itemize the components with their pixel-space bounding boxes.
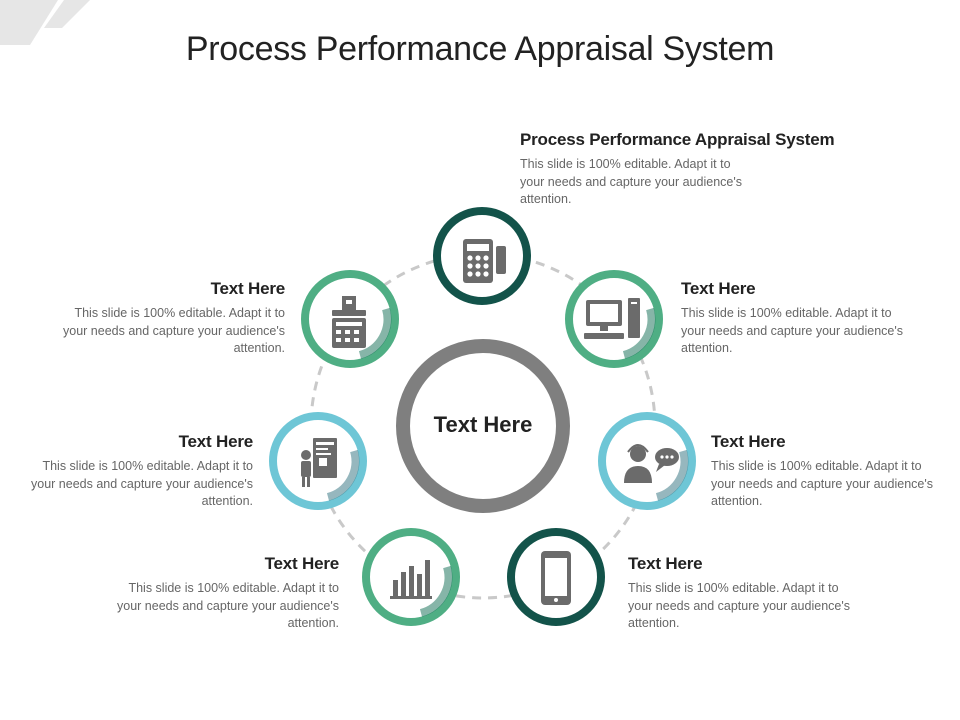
node-presentation	[269, 412, 367, 510]
corner-decoration	[0, 0, 90, 45]
item-heading: Text Here	[210, 279, 286, 298]
item-body: This slide is 100% editable. Adapt it to…	[681, 306, 903, 355]
item-body: This slide is 100% editable. Adapt it to…	[63, 306, 285, 355]
item-block-2: Text Here This slide is 100% editable. A…	[681, 279, 906, 358]
node-bar-chart	[362, 528, 460, 626]
node-cash-register	[301, 270, 399, 368]
item-block-5: Text Here This slide is 100% editable. A…	[114, 554, 339, 633]
item-body: This slide is 100% editable. Adapt it to…	[31, 459, 253, 508]
item-body: This slide is 100% editable. Adapt it to…	[628, 581, 850, 630]
node-smartphone	[507, 528, 605, 626]
node-support	[598, 412, 696, 510]
item-block-6: Text Here This slide is 100% editable. A…	[28, 432, 253, 511]
presentation-board-icon	[301, 438, 337, 487]
center-ring	[396, 339, 570, 513]
node-calculator	[433, 207, 531, 305]
desktop-computer-icon	[584, 298, 640, 339]
cash-register-icon	[332, 296, 366, 348]
smartphone-icon	[541, 551, 571, 605]
item-heading: Text Here	[681, 279, 756, 298]
item-heading: Text Here	[628, 554, 703, 573]
item-body: This slide is 100% editable. Adapt it to…	[520, 157, 742, 206]
item-body: This slide is 100% editable. Adapt it to…	[117, 581, 339, 630]
item-body: This slide is 100% editable. Adapt it to…	[711, 459, 933, 508]
bar-chart-icon	[390, 560, 432, 599]
item-heading: Text Here	[264, 554, 340, 573]
item-heading: Process Performance Appraisal System	[520, 130, 835, 149]
customer-support-icon	[624, 444, 679, 483]
item-block-1: Process Performance Appraisal System Thi…	[520, 130, 880, 209]
page-title: Process Performance Appraisal System	[185, 30, 775, 68]
item-block-7: Text Here This slide is 100% editable. A…	[60, 279, 285, 358]
calculator-icon	[463, 239, 506, 283]
center-label: Text Here	[433, 412, 533, 437]
node-computer	[565, 270, 663, 368]
item-heading: Text Here	[178, 432, 254, 451]
item-heading: Text Here	[711, 432, 786, 451]
item-block-3: Text Here This slide is 100% editable. A…	[711, 432, 936, 511]
item-block-4: Text Here This slide is 100% editable. A…	[628, 554, 853, 633]
